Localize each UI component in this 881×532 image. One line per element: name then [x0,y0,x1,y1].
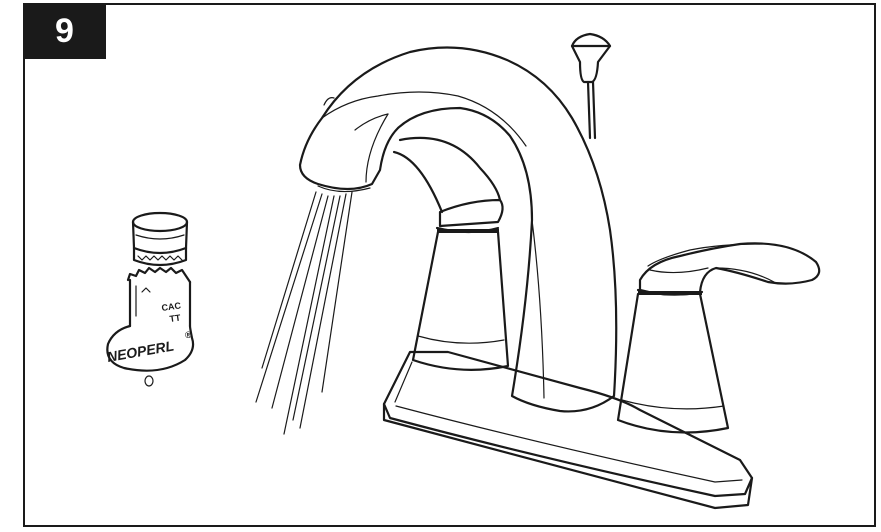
right-handle-base [616,288,730,434]
step-number-badge: 9 [23,3,106,59]
left-handle-base [411,226,510,371]
key-tool-brand-label: NEOPERL [106,337,175,365]
aerator-cartridge [131,211,189,267]
key-tool-code-line2: TT [169,312,182,324]
right-lever-handle [638,242,821,296]
faucet [298,32,821,510]
deck-plate [382,350,754,510]
key-tool-registered-mark: ® [185,330,192,340]
key-tool-code-line1: CAC [161,300,182,313]
aerator-assembly: CAC TT NEOPERL ® [106,211,195,387]
drain-lift-rod [570,32,612,140]
water-spray [255,191,353,435]
aerator-key-tool: CAC TT NEOPERL ® [106,266,195,387]
spout [298,46,618,413]
left-lever-handle [392,136,504,228]
